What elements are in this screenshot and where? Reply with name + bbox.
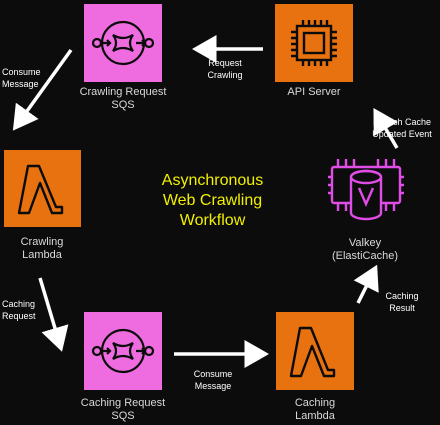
- lambda-icon: [17, 164, 64, 215]
- caching-sqs-icon-box: [84, 312, 162, 390]
- arrow-valkey-to-api-server: [373, 107, 399, 149]
- valkey-label-line1: Valkey: [348, 237, 382, 249]
- title-line1: Asynchronous: [161, 172, 264, 189]
- edge-label-caching-result-line2: Result: [389, 303, 415, 313]
- sqs-queue-icon: [91, 328, 155, 374]
- edge-label-request-crawling-line1: Request: [208, 58, 242, 68]
- arrow-crawling-sqs-to-crawling-lambda: [12, 48, 73, 131]
- valkey-label-line2: (ElastiCache): [331, 250, 399, 262]
- edge-label-request-crawling: Request Crawling: [203, 57, 247, 81]
- edge-label-publish-cache: Publish Cache Updated Event: [364, 116, 440, 140]
- caching-sqs-label-line2: SQS: [111, 410, 135, 422]
- edge-label-caching-request-line2: Request: [2, 311, 36, 321]
- sqs-queue-icon: [91, 20, 155, 66]
- crawling-sqs-icon-box: [84, 4, 162, 82]
- arrow-caching-lambda-to-valkey: [353, 264, 379, 304]
- api-server-label-line1: API Server: [287, 86, 341, 98]
- caching-lambda-label-line1: Caching: [294, 397, 336, 409]
- crawling-sqs-label-line2: SQS: [111, 99, 135, 111]
- caching-lambda-label-line2: Lambda: [295, 410, 335, 422]
- edge-label-request-crawling-line2: Crawling: [207, 70, 243, 80]
- ec2-instance-icon: [291, 20, 337, 66]
- title-line2: Web Crawling: [162, 192, 263, 209]
- api-server-label: API Server: [264, 86, 364, 99]
- edge-label-consume-message-2: Consume Message: [190, 368, 236, 392]
- crawling-sqs-label-line1: Crawling Request: [79, 86, 167, 98]
- caching-lambda-icon-box: [276, 312, 354, 390]
- valkey-label: Valkey (ElastiCache): [310, 237, 420, 263]
- edge-label-caching-request: Caching Request: [2, 298, 36, 322]
- edge-label-consume-message-1-line2: Message: [2, 79, 39, 89]
- caching-lambda-label: Caching Lambda: [265, 397, 365, 423]
- caching-sqs-label-line1: Caching Request: [80, 397, 166, 409]
- edge-label-caching-result-line1: Caching: [385, 291, 419, 301]
- elasticache-valkey-icon: [328, 159, 404, 221]
- crawling-lambda-label: Crawling Lambda: [0, 236, 92, 262]
- crawling-sqs-label: Crawling Request SQS: [63, 86, 183, 112]
- lambda-icon: [289, 326, 336, 378]
- edge-label-consume-message-1: Consume Message: [2, 66, 41, 90]
- crawling-lambda-icon-box: [4, 150, 81, 227]
- edge-label-publish-cache-line2: Updated Event: [372, 129, 432, 139]
- api-server-icon-box: [275, 4, 353, 82]
- crawling-lambda-label-line1: Crawling: [20, 236, 64, 248]
- crawling-lambda-label-line2: Lambda: [22, 249, 62, 261]
- edge-label-consume-message-2-line1: Consume: [193, 369, 233, 379]
- diagram-title: Asynchronous Web Crawling Workflow: [135, 171, 290, 231]
- edge-label-publish-cache-line1: Publish Cache: [372, 117, 432, 127]
- edge-label-consume-message-1-line1: Consume: [2, 67, 41, 77]
- edge-label-caching-request-line1: Caching: [2, 299, 36, 309]
- arrow-crawling-lambda-to-caching-sqs: [38, 277, 69, 352]
- edge-label-caching-result: Caching Result: [380, 290, 424, 314]
- caching-sqs-label: Caching Request SQS: [63, 397, 183, 423]
- title-line3: Workflow: [179, 212, 246, 229]
- edge-label-consume-message-2-line2: Message: [194, 381, 232, 391]
